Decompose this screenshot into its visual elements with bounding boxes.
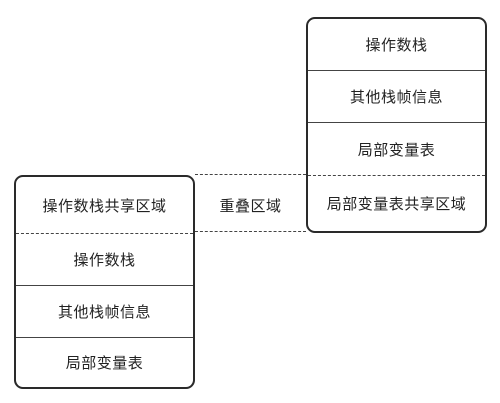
upper-other-frame-info: 其他栈帧信息 [349,88,443,106]
upper-local-variable-shared-region: 局部变量表共享区域 [326,195,467,213]
lower-separator-2 [16,285,193,286]
upper-separator-2 [308,122,485,123]
upper-separator-3 [308,175,485,176]
upper-local-variable-table: 局部变量表 [357,140,436,159]
overlap-region-label: 重叠区域 [219,196,282,215]
upper-operand-stack: 操作数栈 [365,36,428,54]
lower-separator-3 [16,337,193,338]
lower-operand-stack-shared-region: 操作数栈共享区域 [42,196,167,215]
overlap-bottom-boundary [195,231,306,232]
lower-operand-stack: 操作数栈 [73,251,136,269]
lower-local-variable-table: 局部变量表 [65,354,144,372]
lower-other-frame-info: 其他栈帧信息 [57,303,151,321]
overlap-top-boundary [195,174,306,175]
upper-stack-frame: 操作数栈 其他栈帧信息 局部变量表 局部变量表共享区域 [306,17,487,233]
upper-separator-1 [308,70,485,71]
lower-separator-1 [16,233,193,234]
lower-stack-frame: 操作数栈共享区域 操作数栈 其他栈帧信息 局部变量表 [14,175,195,389]
